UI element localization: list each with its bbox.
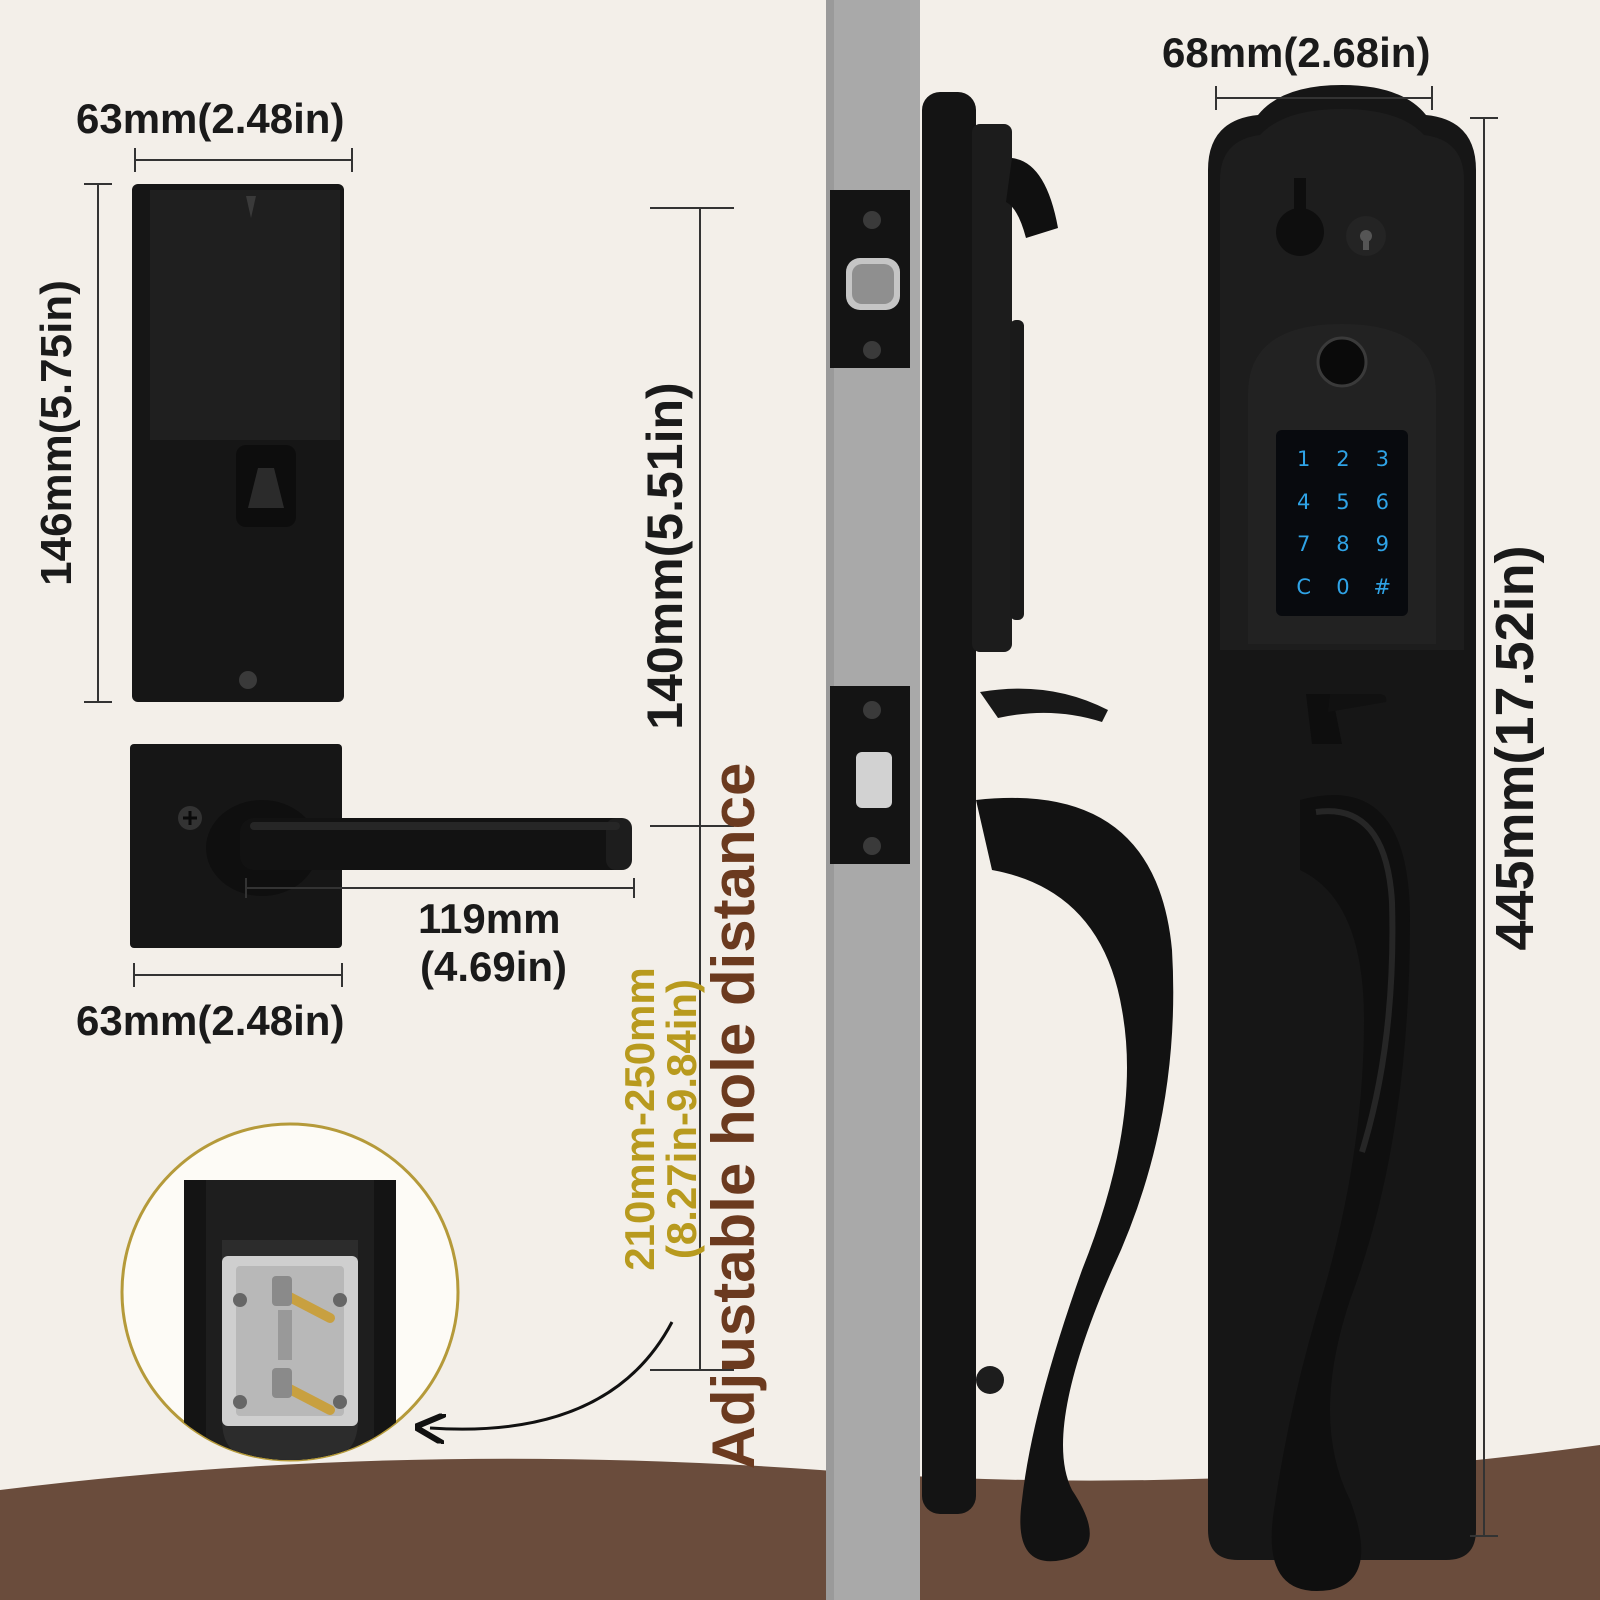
keypad-key[interactable]: 1 [1296,447,1311,472]
curved-arrow-icon [430,1321,674,1429]
handleset-height-label: 445mm(17.52in) [1485,545,1545,951]
lever-length-label-line2: (4.69in) [420,943,568,990]
keypad-key[interactable]: 9 [1375,532,1389,557]
keypad-key[interactable]: 4 [1296,489,1311,514]
deadbolt-interior-icon [132,184,344,702]
fingerprint-sensor-icon [1316,336,1368,388]
lever-length-label-line1: 119mm [418,895,561,942]
handleset-dimension-lines [1215,86,1498,1537]
keypad-screen [1276,430,1408,616]
lever-dimension-lines [133,878,635,987]
adjustable-mechanism-inset [120,1122,460,1462]
lever-handle-icon [130,744,632,948]
keypad-key[interactable]: 6 [1375,489,1389,514]
deadbolt-dimension-lines [84,148,353,703]
keypad-key[interactable]: 0 [1336,574,1350,599]
handle-spacing-label: 140mm(5.51in) [637,382,693,730]
keypad-key[interactable]: 7 [1296,532,1311,557]
keypad-key[interactable]: # [1373,574,1392,599]
keypad-key[interactable]: 8 [1336,532,1350,557]
keypad-key[interactable]: 3 [1375,447,1389,472]
smart-handleset-icon [1208,85,1476,1591]
keypad-key[interactable]: C [1296,574,1311,599]
keypad-key[interactable]: 5 [1336,489,1350,514]
lever-base-width-label: 63mm(2.48in) [76,997,345,1044]
handleset-side-profile [922,92,1174,1562]
handleset-width-label: 68mm(2.68in) [1162,29,1431,76]
spacing-dimension-lines [650,207,734,1371]
deadbolt-height-label: 146mm(5.75in) [32,280,81,586]
adjustable-hole-distance-label: Adjustable hole distance [700,762,767,1470]
keypad-grid: 1 2 3 4 5 6 7 8 9 C 0 # [1284,438,1402,608]
deadbolt-width-label: 63mm(2.48in) [76,95,345,142]
footer-band [0,1445,1600,1600]
keypad-key[interactable]: 2 [1336,447,1350,472]
latch-plates [830,190,910,864]
